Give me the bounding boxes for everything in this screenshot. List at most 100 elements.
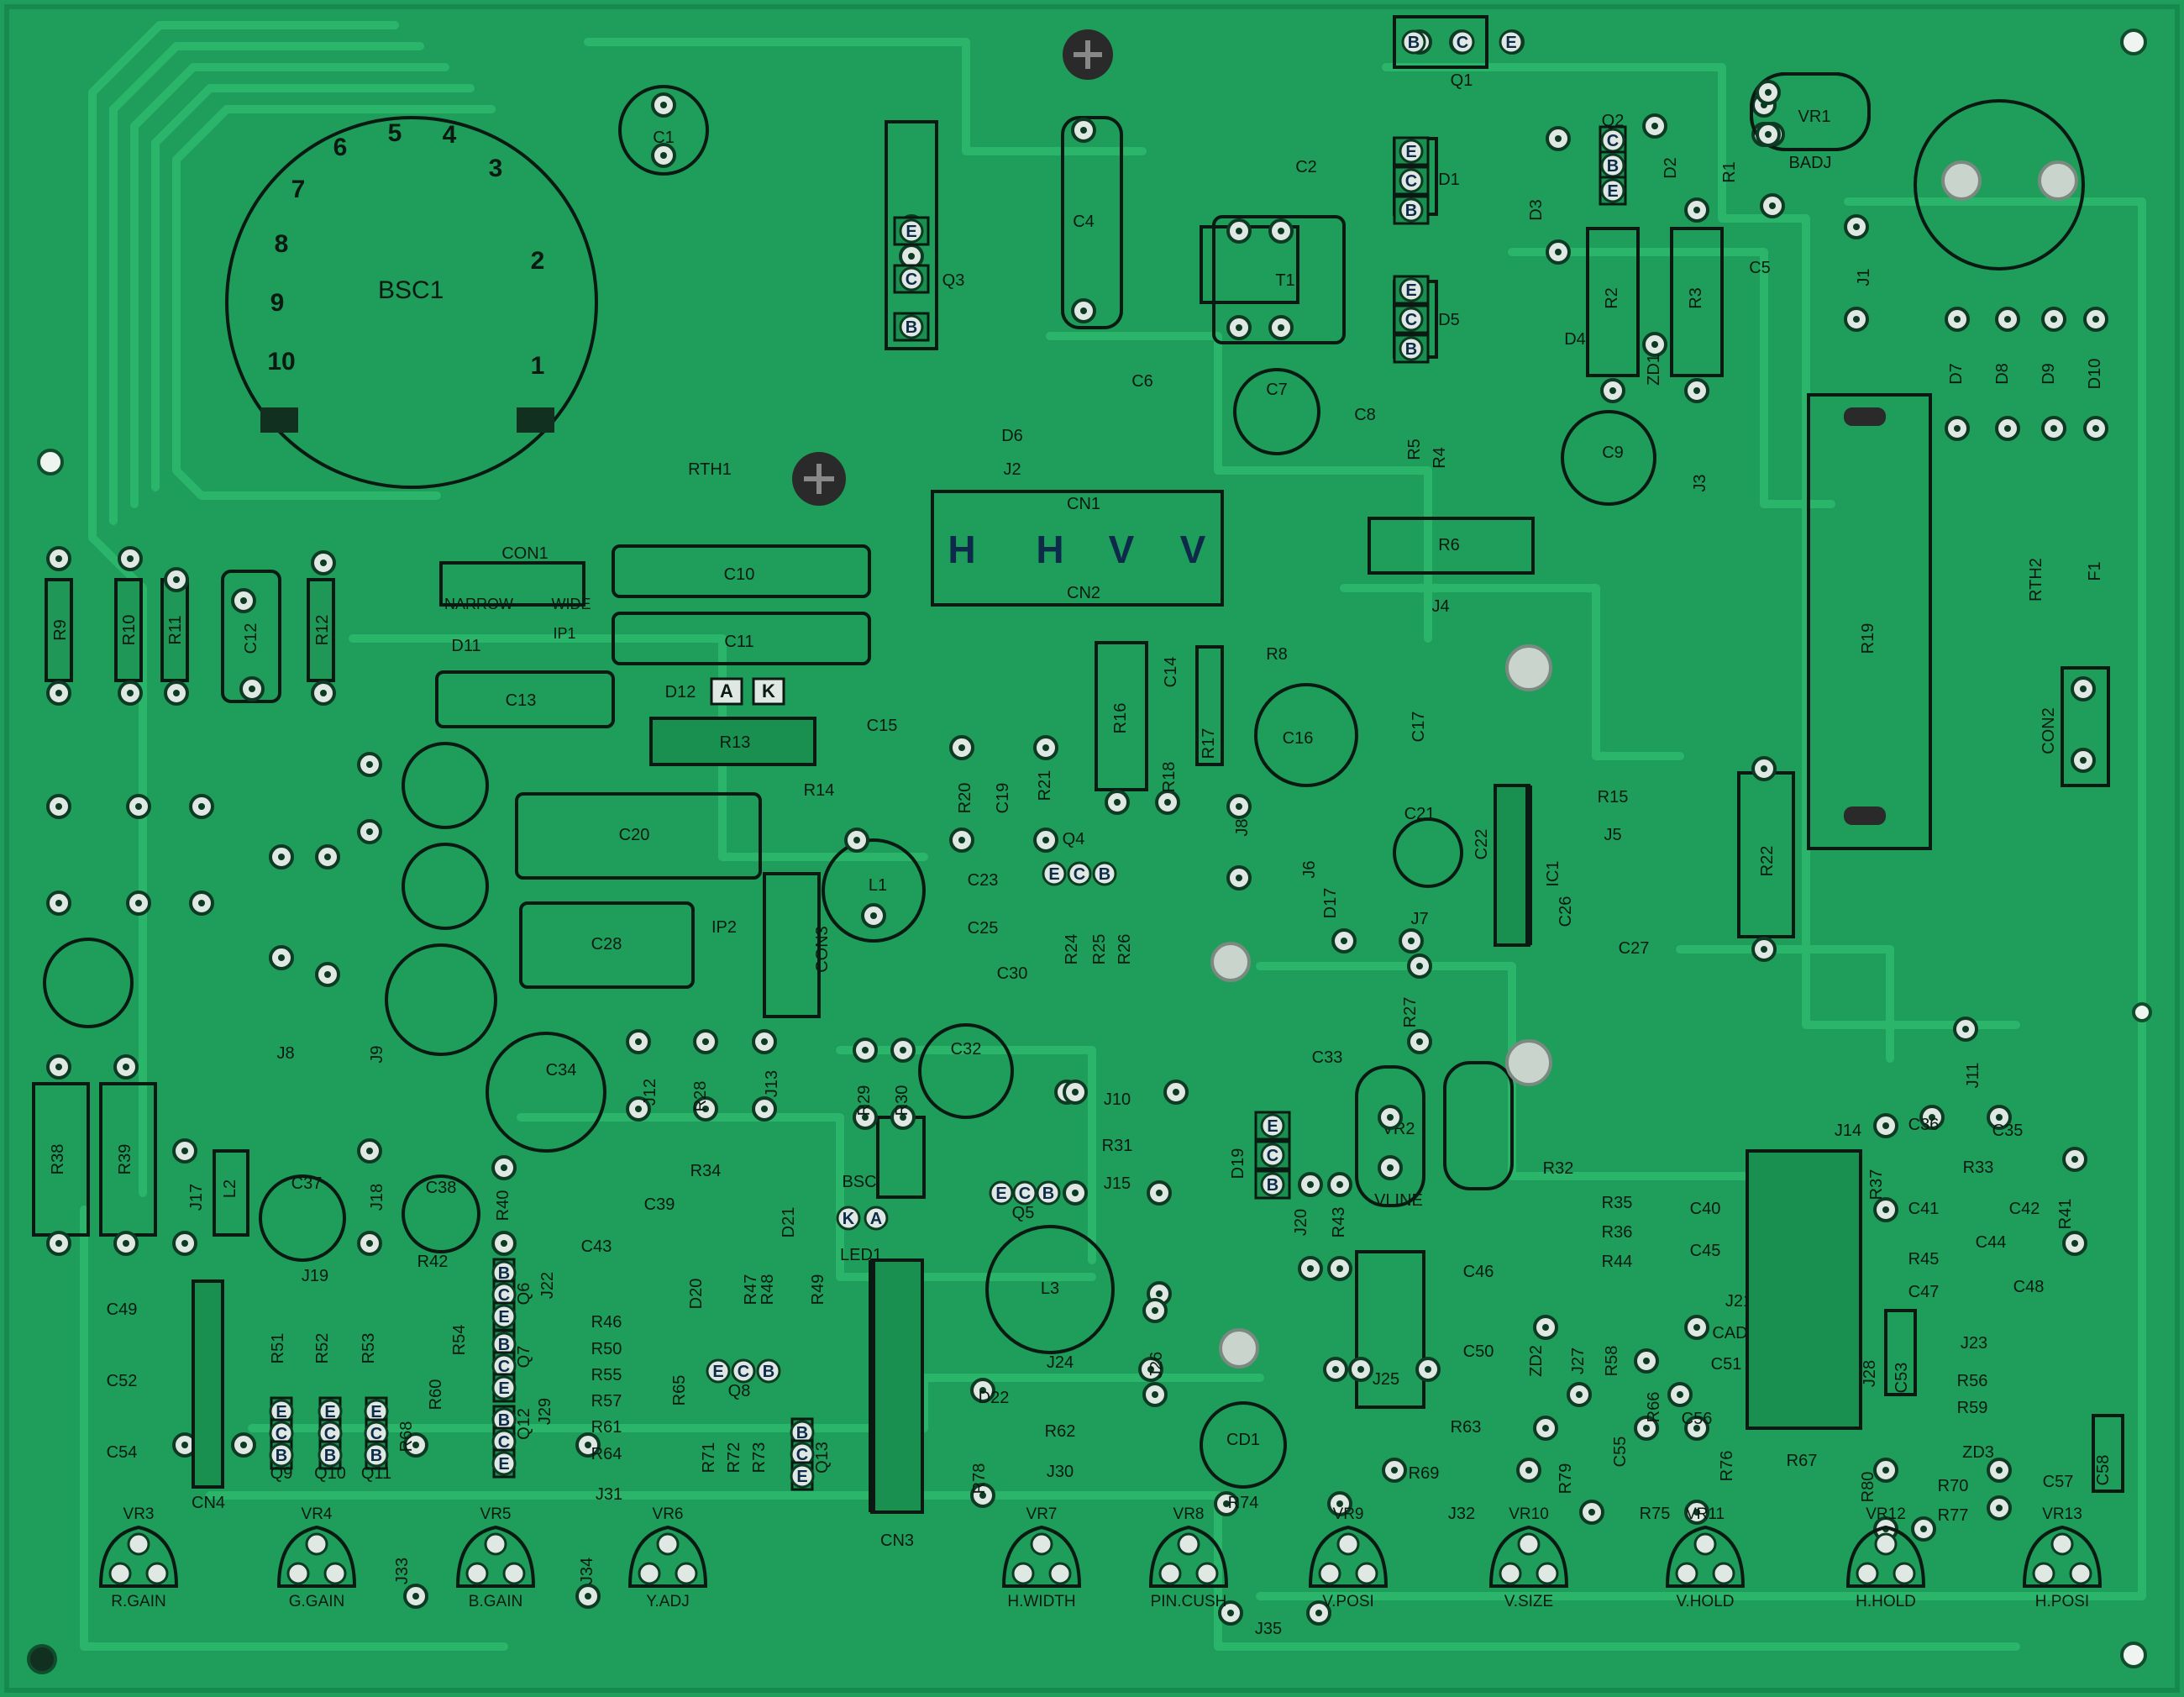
ref-label-r21: R21 — [1036, 770, 1054, 801]
q5-pin-letter: E — [995, 1185, 1006, 1203]
ref-label-j22: J22 — [538, 1272, 557, 1299]
ref-label-c19: C19 — [994, 783, 1012, 814]
ref-label-c8: C8 — [1354, 406, 1376, 424]
pcb-edge — [4, 4, 2180, 1693]
ref-label-c15: C15 — [867, 717, 898, 735]
ref-label-r28: R28 — [691, 1081, 710, 1112]
ref-label-con3: CON3 — [813, 926, 832, 973]
ref-label-r50: R50 — [591, 1340, 622, 1358]
ref-label-r24: R24 — [1063, 934, 1081, 965]
component-outlines — [32, 15, 2124, 1514]
ref-label-r39: R39 — [116, 1144, 134, 1175]
ref-label-c53: C53 — [1893, 1363, 1911, 1394]
ref-label-r53: R53 — [360, 1333, 378, 1364]
ref-label-r67: R67 — [1787, 1452, 1818, 1470]
q11-pin-letter: B — [370, 1447, 382, 1465]
socket-pin: 10 — [267, 348, 295, 376]
q2-pin-letter: B — [1607, 157, 1619, 176]
ref-label-r70: R70 — [1938, 1477, 1969, 1495]
ref-label-c42: C42 — [2009, 1200, 2040, 1218]
ref-label-r40: R40 — [494, 1190, 512, 1222]
ref-label-c26: C26 — [1557, 896, 1575, 927]
trimmer-vr6 — [627, 1525, 708, 1588]
connector-cn1-cn2: CN1 CN2 H H V V — [931, 490, 1224, 607]
q8-pin-letter: B — [763, 1363, 774, 1381]
ref-label-d1: D1 — [1438, 171, 1460, 189]
ref-label-r19: R19 — [1859, 623, 1877, 654]
trimmer-vr13 — [2022, 1525, 2103, 1588]
d5-pin-letter: B — [1405, 340, 1417, 359]
pot-function-label: Y.ADJ — [646, 1593, 689, 1610]
ref-label-j5: J5 — [1604, 826, 1621, 844]
ref-label-r42: R42 — [417, 1253, 449, 1271]
ref-label-q12: Q12 — [515, 1408, 533, 1440]
ref-label-c56: C56 — [1682, 1410, 1713, 1428]
ref-label: R9 — [51, 619, 70, 641]
ref-label-c39: C39 — [644, 1195, 675, 1214]
ref-label-r34: R34 — [690, 1162, 722, 1180]
trimmer-pots-row: VR3R.GAINVR4G.GAINVR5B.GAINVR6Y.ADJVR7H.… — [98, 1505, 2103, 1610]
pot-function-label: V.SIZE — [1504, 1593, 1553, 1610]
ref-label-c28: C28 — [591, 935, 622, 954]
ref-label-con2: CON2 — [2040, 707, 2058, 754]
ref-label-r78: R78 — [970, 1463, 989, 1495]
d1-pin-letter: E — [1405, 143, 1416, 161]
ref-label-c10: C10 — [724, 565, 755, 584]
ref-label-c36: C36 — [1908, 1116, 1940, 1134]
ref-label-c45: C45 — [1690, 1242, 1721, 1260]
ref-label-c9: C9 — [1602, 444, 1624, 462]
ref-label-j27: J27 — [1569, 1348, 1588, 1374]
ref-label-c44: C44 — [1976, 1233, 2007, 1252]
d5-pin-letter: E — [1405, 281, 1416, 300]
ref-label-r44: R44 — [1602, 1253, 1633, 1271]
ref-label-r33: R33 — [1963, 1158, 1994, 1177]
ref-label-d11: D11 — [451, 637, 480, 655]
ref-label-d4: D4 — [1564, 330, 1586, 349]
d5-pin-letter: C — [1405, 311, 1417, 329]
ref-label-d3: D3 — [1527, 199, 1546, 221]
ref-label-c21: C21 — [1404, 805, 1436, 823]
pot-ref: VR6 — [653, 1505, 684, 1523]
ref-label-r35: R35 — [1602, 1194, 1633, 1212]
q11-pin-letter: E — [370, 1403, 381, 1421]
trimmer-vr8 — [1148, 1525, 1229, 1588]
ref-label-r8: R8 — [1266, 645, 1288, 664]
d1-pin-letter: C — [1405, 172, 1417, 191]
ref-label-r63: R63 — [1451, 1418, 1482, 1437]
pot-function-label: V.POSI — [1322, 1593, 1374, 1610]
ref-label-d2: D2 — [1662, 157, 1680, 179]
ref-label-q4: Q4 — [1063, 830, 1085, 848]
ref-label-ic1: IC1 — [1544, 860, 1562, 886]
trimmer-vr1 — [1750, 72, 1871, 151]
pot-function-label: V.HOLD — [1677, 1593, 1735, 1610]
ref-label-d19: D19 — [1229, 1148, 1247, 1179]
q2-pin-letter: E — [1607, 182, 1618, 201]
ref-label-c14: C14 — [1162, 657, 1180, 688]
ref-label-d8: D8 — [1993, 363, 2012, 385]
ref-label-d5: D5 — [1438, 311, 1460, 329]
ref-label-d10: D10 — [2086, 359, 2104, 390]
d19-pin-letter: B — [1267, 1176, 1278, 1195]
ref-label-q11: Q11 — [361, 1464, 391, 1483]
cn-pin-label: H — [1036, 528, 1063, 571]
ref-label-c32: C32 — [951, 1040, 982, 1059]
d1-pin-letter: B — [1405, 202, 1417, 220]
ref-label: CN2 — [1067, 584, 1100, 602]
ref-label-zd2: ZD2 — [1527, 1345, 1546, 1377]
ref-label-r52: R52 — [313, 1333, 332, 1364]
q7-pin-letter: E — [498, 1379, 509, 1398]
ref-label-r26: R26 — [1116, 934, 1134, 965]
ref-label-q7: Q7 — [515, 1346, 533, 1369]
socket-pin: 7 — [291, 176, 306, 203]
ref-label-l3: L3 — [1041, 1279, 1059, 1298]
ref-label-r16: R16 — [1111, 703, 1130, 734]
ref-label-r79: R79 — [1557, 1463, 1575, 1495]
q12-pin-letter: C — [498, 1433, 510, 1452]
pot-function-label: PIN.CUSH — [1151, 1593, 1227, 1610]
q1-pin-letter: B — [1408, 34, 1420, 52]
pot-ref: VR4 — [302, 1505, 333, 1523]
q3-pin-letter: C — [906, 271, 917, 289]
ref-label-r51: R51 — [269, 1333, 287, 1364]
ref-label-r66: R66 — [1645, 1392, 1663, 1423]
q5-pin-letter: C — [1019, 1185, 1031, 1203]
